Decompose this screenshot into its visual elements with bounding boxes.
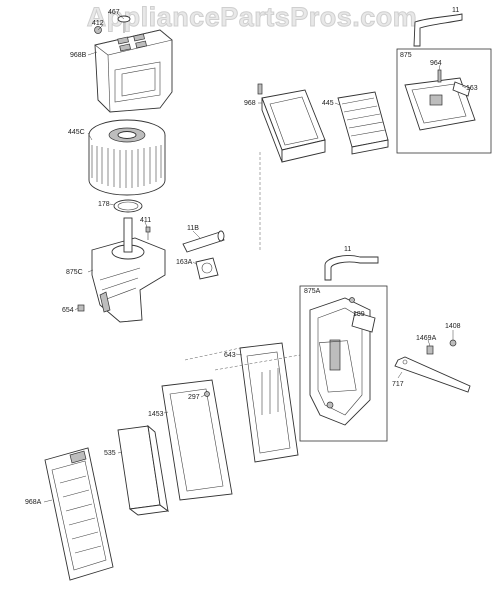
label-964: 964 bbox=[430, 60, 442, 67]
part-964-pin bbox=[437, 69, 442, 83]
part-1453-gasket bbox=[161, 379, 233, 501]
label-654: 654 bbox=[62, 307, 74, 314]
label-445C: 445C bbox=[68, 129, 85, 136]
part-875C-base bbox=[91, 217, 166, 323]
label-11-mid: 11 bbox=[344, 246, 351, 253]
label-643: 643 bbox=[224, 352, 236, 359]
label-297: 297 bbox=[188, 394, 200, 401]
part-297-screw bbox=[204, 391, 210, 397]
label-968A: 968A bbox=[25, 499, 42, 506]
assembly-line-2 bbox=[214, 354, 301, 371]
part-163-seal bbox=[452, 81, 471, 97]
label-1408: 1408 bbox=[445, 323, 461, 330]
part-11-breather-tube-mid bbox=[324, 255, 379, 281]
label-189: 189 bbox=[353, 311, 365, 318]
label-875A: 875A bbox=[304, 288, 321, 295]
part-467-knob bbox=[117, 15, 131, 33]
part-1408-nut bbox=[449, 339, 457, 347]
label-968: 968 bbox=[244, 100, 256, 107]
label-1469A: 1469A bbox=[416, 335, 437, 342]
label-445: 445 bbox=[322, 100, 334, 107]
label-11B: 11B bbox=[187, 225, 199, 232]
watermark-text: AppliancePartsPros.com bbox=[86, 2, 418, 33]
part-968B-cover bbox=[94, 29, 173, 113]
label-467: 467 bbox=[108, 9, 120, 16]
label-411: 411 bbox=[140, 217, 151, 224]
part-875A-base bbox=[309, 297, 371, 426]
label-535: 535 bbox=[104, 450, 116, 457]
part-411-screw bbox=[145, 226, 151, 240]
part-535-foam-filter bbox=[117, 424, 170, 516]
part-11-breather-tube-top bbox=[413, 13, 463, 47]
part-445-panel-filter bbox=[337, 91, 389, 155]
label-178: 178 bbox=[98, 201, 110, 208]
part-717-bracket bbox=[394, 356, 471, 393]
label-11-top: 11 bbox=[452, 7, 459, 14]
part-643-filter-frame bbox=[239, 340, 357, 463]
part-178-gasket bbox=[113, 199, 143, 213]
label-875: 875 bbox=[400, 52, 412, 59]
label-968B: 968B bbox=[70, 52, 87, 59]
part-875-box bbox=[396, 48, 492, 154]
part-1469A-spacer bbox=[426, 345, 434, 355]
label-875C: 875C bbox=[66, 269, 83, 276]
label-412: 412 bbox=[92, 20, 104, 27]
label-1453: 1453 bbox=[148, 411, 164, 418]
label-163: 163 bbox=[466, 85, 478, 92]
assembly-line-1 bbox=[184, 347, 241, 361]
label-717: 717 bbox=[392, 381, 404, 388]
part-654-clip bbox=[77, 304, 85, 312]
part-875A-box bbox=[299, 285, 388, 442]
label-163A: 163A bbox=[176, 259, 193, 266]
part-189-gasket bbox=[351, 311, 376, 333]
part-968-cover bbox=[257, 83, 326, 163]
part-163A-gasket bbox=[195, 257, 219, 280]
part-445C-round-filter bbox=[88, 119, 166, 196]
part-11B-tube bbox=[182, 230, 225, 253]
part-968A-cover bbox=[44, 447, 114, 581]
